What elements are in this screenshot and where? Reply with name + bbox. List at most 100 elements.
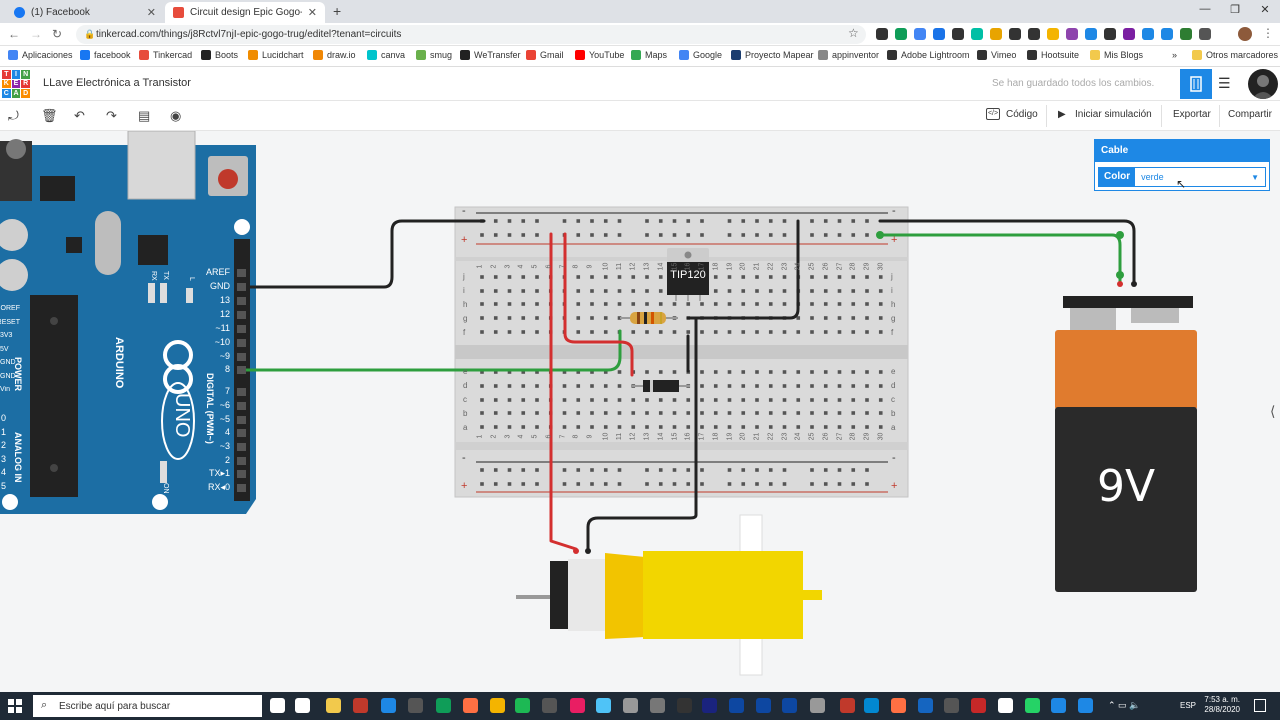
code-button[interactable]: Código (1006, 109, 1038, 120)
bookmark-item[interactable]: WeTransfer (460, 50, 521, 60)
browser-extension-icon[interactable] (1199, 28, 1211, 40)
app-icon[interactable] (864, 698, 879, 713)
file-explorer-icon[interactable] (326, 698, 341, 713)
tab-tinkercad[interactable]: Circuit design Epic Gogo-Trug | T ✕ (165, 2, 325, 23)
arduino-header-pin[interactable] (237, 443, 246, 451)
photoshop-icon[interactable] (729, 698, 744, 713)
browser-extension-icon[interactable] (990, 28, 1002, 40)
browser-extension-icon[interactable] (895, 28, 907, 40)
app-icon[interactable] (650, 698, 665, 713)
bookmark-item[interactable]: Boots (201, 50, 238, 60)
export-button[interactable]: Exportar (1173, 109, 1211, 120)
bookmark-star-icon[interactable]: ☆ (848, 26, 859, 40)
browser-extension-icon[interactable] (1161, 28, 1173, 40)
taskbar-clock[interactable]: 7:53 a. m. 28/8/2020 (1196, 695, 1240, 715)
whatsapp-icon[interactable] (1025, 698, 1040, 713)
arduino-header-pin[interactable] (237, 388, 246, 396)
chrome-icon[interactable] (490, 698, 505, 713)
app-icon[interactable] (353, 698, 368, 713)
bookmark-item[interactable]: draw.io (313, 50, 356, 60)
bookmark-item[interactable]: Maps (631, 50, 667, 60)
lightroom-classic-icon[interactable] (782, 698, 797, 713)
delete-icon[interactable]: 🗑 (41, 108, 58, 123)
undo-icon[interactable]: ↶ (74, 108, 85, 123)
browser-extension-icon[interactable] (1066, 28, 1078, 40)
browser-extension-icon[interactable] (1028, 28, 1040, 40)
language-indicator[interactable]: ESP (1180, 701, 1197, 710)
bookmark-item[interactable]: smug (416, 50, 452, 60)
browser-extension-icon[interactable] (914, 28, 926, 40)
arduino-header-pin[interactable] (237, 297, 246, 305)
url-input[interactable]: 🔒 tinkercad.com/things/j8Rctvl7njI-epic-… (76, 25, 866, 44)
dc-gear-motor[interactable] (516, 514, 822, 676)
bookmark-item[interactable]: Google (679, 50, 722, 60)
browser-extension-icon[interactable] (876, 28, 888, 40)
notes-icon[interactable]: ▤ (138, 108, 151, 123)
reload-icon[interactable]: ↻ (52, 27, 63, 41)
app-icon[interactable] (891, 698, 906, 713)
store-icon[interactable] (408, 698, 423, 713)
spotify-icon[interactable] (515, 698, 530, 713)
arduino-header-pin[interactable] (237, 402, 246, 410)
bookmark-item[interactable]: Lucidchart (248, 50, 304, 60)
premiere-icon[interactable] (702, 698, 717, 713)
arduino-header-pin[interactable] (237, 457, 246, 465)
browser-extension-icon[interactable] (1180, 28, 1192, 40)
browser-extension-icon[interactable] (1104, 28, 1116, 40)
browser-extension-icon[interactable] (1047, 28, 1059, 40)
transistor-tip120[interactable] (667, 248, 709, 301)
edge-icon[interactable] (436, 698, 451, 713)
other-bookmarks-folder[interactable]: Otros marcadores (1192, 50, 1278, 60)
wire-endpoint-handle[interactable] (1116, 231, 1124, 239)
redo-icon[interactable]: ↷ (106, 108, 117, 123)
arduino-uno-board[interactable] (0, 131, 256, 514)
arduino-header-pin[interactable] (237, 325, 246, 333)
bookmark-item[interactable]: Adobe Lightroom (887, 50, 970, 60)
bookmark-item[interactable]: facebook (80, 50, 131, 60)
diode[interactable] (632, 380, 690, 392)
arduino-header-pin[interactable] (237, 429, 246, 437)
itunes-icon[interactable] (570, 698, 585, 713)
app-icon[interactable] (596, 698, 611, 713)
app-icon[interactable] (381, 698, 396, 713)
arduino-header-pin[interactable] (237, 416, 246, 424)
browser-extension-icon[interactable] (1009, 28, 1021, 40)
wire-endpoint-handle[interactable] (1116, 271, 1124, 279)
bookmark-item[interactable]: appinventor (818, 50, 879, 60)
bookmark-item[interactable]: canva (367, 50, 405, 60)
arduino-header-pin[interactable] (237, 311, 246, 319)
minimize-icon[interactable]: — (1199, 3, 1211, 15)
app-icon[interactable] (623, 698, 638, 713)
browser-extension-icon[interactable] (1123, 28, 1135, 40)
start-simulation-button[interactable]: Iniciar simulación (1075, 109, 1152, 120)
arduino-header-pin[interactable] (237, 339, 246, 347)
collapse-panel-icon[interactable]: ⟨ (1270, 403, 1276, 419)
battery-9v[interactable] (1055, 296, 1197, 592)
bookmark-item[interactable]: Tinkercad (139, 50, 192, 60)
app-icon[interactable] (677, 698, 692, 713)
motor-terminal[interactable] (573, 548, 579, 554)
bookmark-item[interactable]: Aplicaciones (8, 50, 73, 60)
app-icon[interactable] (971, 698, 986, 713)
firefox-icon[interactable] (463, 698, 478, 713)
obs-icon[interactable] (542, 698, 557, 713)
netflix-icon[interactable] (840, 698, 855, 713)
browser-extension-icon[interactable] (952, 28, 964, 40)
circuit-view-button[interactable] (1180, 69, 1212, 99)
rotate-icon[interactable]: ⤾ (8, 108, 19, 123)
file-icon[interactable] (998, 698, 1013, 713)
lightroom-icon[interactable] (756, 698, 771, 713)
motor-terminal[interactable] (585, 548, 591, 554)
app-icon[interactable] (810, 698, 825, 713)
browser-extension-icon[interactable] (933, 28, 945, 40)
task-view-icon[interactable] (295, 698, 310, 713)
battery-positive-terminal[interactable] (1117, 281, 1123, 287)
menu-dots-icon[interactable]: ⋮ (1262, 26, 1274, 40)
arduino-header-pin[interactable] (237, 269, 246, 277)
visibility-icon[interactable]: ◉ (170, 108, 182, 123)
arduino-header-pin[interactable] (237, 484, 246, 492)
tray-icons[interactable]: ⌃ ▭ 🔈 (1108, 700, 1141, 710)
close-window-icon[interactable]: ✕ (1260, 4, 1270, 16)
component-list-icon[interactable]: ☰ (1218, 75, 1231, 91)
